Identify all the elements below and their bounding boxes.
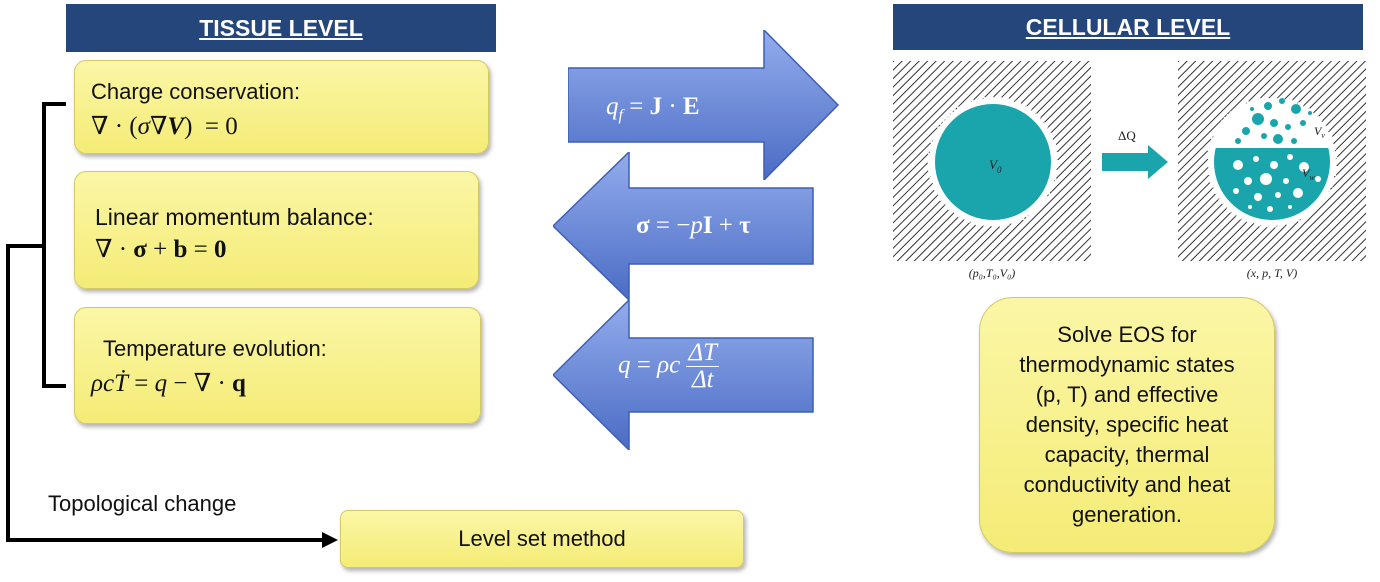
- topology-connector-line: [6, 244, 322, 542]
- arrow-shape: [553, 152, 814, 300]
- charge-conservation-equation: ∇ · (σ∇V) = 0: [91, 113, 238, 140]
- momentum-balance-equation: ∇ · σ + b = 0: [95, 236, 227, 263]
- liquid-cell: [935, 104, 1051, 220]
- vapor-bubbles: [1235, 98, 1312, 144]
- eos-line: density, specific heat: [1025, 412, 1229, 437]
- initial-cell-panel: V0: [893, 61, 1091, 261]
- temperature-evolution-box: Temperature evolution: ρcṪ = q − ∇ · q: [74, 307, 481, 424]
- momentum-balance-box: Linear momentum balance: ∇ · σ + b = 0: [74, 171, 479, 289]
- left-arrow-stress: [553, 152, 815, 300]
- arrow-shape: [568, 30, 840, 180]
- initial-state-caption: (p₀,T₀,V₀): [968, 266, 1016, 280]
- boiling-state-caption: (x, p, T, V): [1246, 266, 1298, 280]
- arrow-shape: [553, 300, 814, 450]
- right-arrow-joule-heat: [568, 30, 840, 180]
- eos-line: generation.: [1071, 502, 1183, 527]
- heat-label: ΔQ: [1118, 128, 1136, 143]
- bracket-line: [42, 102, 66, 388]
- connector-arrowhead: [322, 532, 338, 548]
- vapor-volume-label: Vv: [1314, 124, 1325, 140]
- topological-change-label: Topological change: [48, 491, 237, 516]
- eos-box: Solve EOS for thermodynamic states (p, T…: [979, 297, 1275, 553]
- momentum-balance-label: Linear momentum balance:: [95, 204, 374, 230]
- initial-volume-label: V0: [989, 157, 1002, 175]
- tissue-level-header: TISSUE LEVEL: [66, 4, 496, 52]
- temperature-evolution-label: Temperature evolution:: [103, 336, 327, 361]
- eos-line: conductivity and heat: [1023, 472, 1231, 497]
- charge-conservation-box: Charge conservation: ∇ · (σ∇V) = 0: [74, 60, 489, 154]
- level-set-method-label: Level set method: [458, 526, 626, 551]
- left-arrow-heat-source: [553, 300, 815, 450]
- eos-line: thermodynamic states: [1019, 352, 1235, 377]
- charge-conservation-label: Charge conservation:: [91, 79, 301, 104]
- eos-line: Solve EOS for: [1057, 322, 1197, 347]
- heat-transfer-arrow: ΔQ: [1102, 128, 1168, 179]
- joule-heat-equation: qf = J · E: [606, 93, 700, 124]
- heat-arrow-shape: [1102, 145, 1168, 179]
- boiling-cell-panel: Vv Vw: [1178, 61, 1366, 261]
- eos-line: capacity, thermal: [1044, 442, 1210, 467]
- level-set-method-box: Level set method: [340, 510, 744, 568]
- stress-equation: σ = −pI + τ: [636, 212, 751, 239]
- temperature-evolution-equation: ρcṪ = q − ∇ · q: [91, 370, 246, 397]
- liquid-bubbles: [1233, 154, 1321, 212]
- cellular-level-header: CELLULAR LEVEL: [893, 4, 1363, 50]
- liquid-volume-label: Vw: [1302, 166, 1315, 182]
- eos-line: (p, T) and effective: [1035, 382, 1219, 407]
